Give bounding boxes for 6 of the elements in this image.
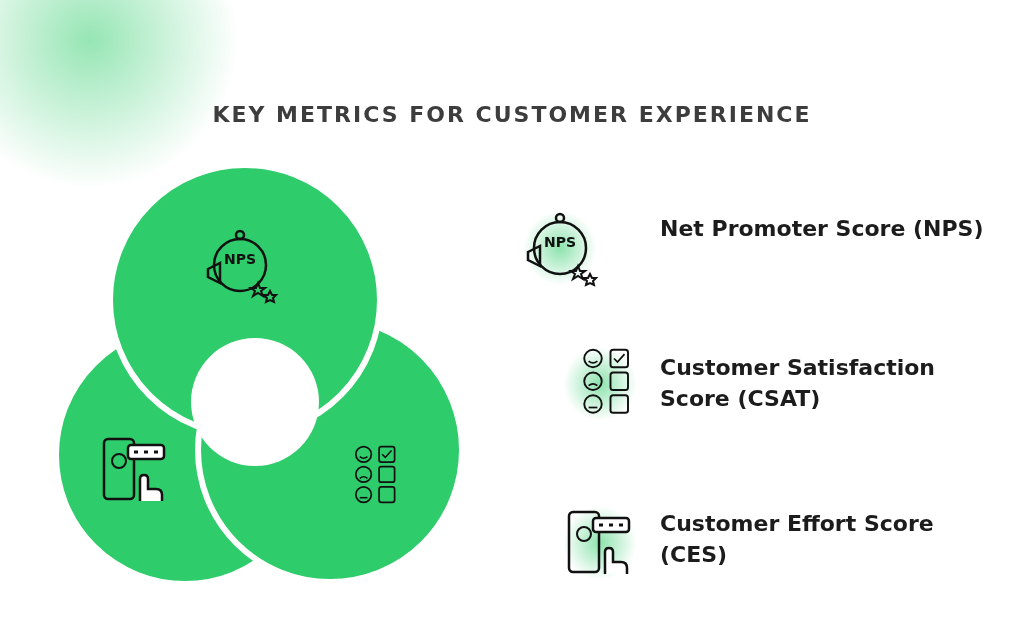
icon-text: NPS xyxy=(222,252,258,267)
metric-name: Customer Satisfaction Score (CSAT) xyxy=(660,354,937,413)
metric-name: Net Promoter Score (NPS) xyxy=(660,215,985,243)
title: KEY METRICS FOR CUSTOMER EXPERIENCE xyxy=(211,102,813,127)
icon-text: NPS xyxy=(542,235,578,250)
metric-name: Customer Effort Score (CES) xyxy=(660,510,935,569)
